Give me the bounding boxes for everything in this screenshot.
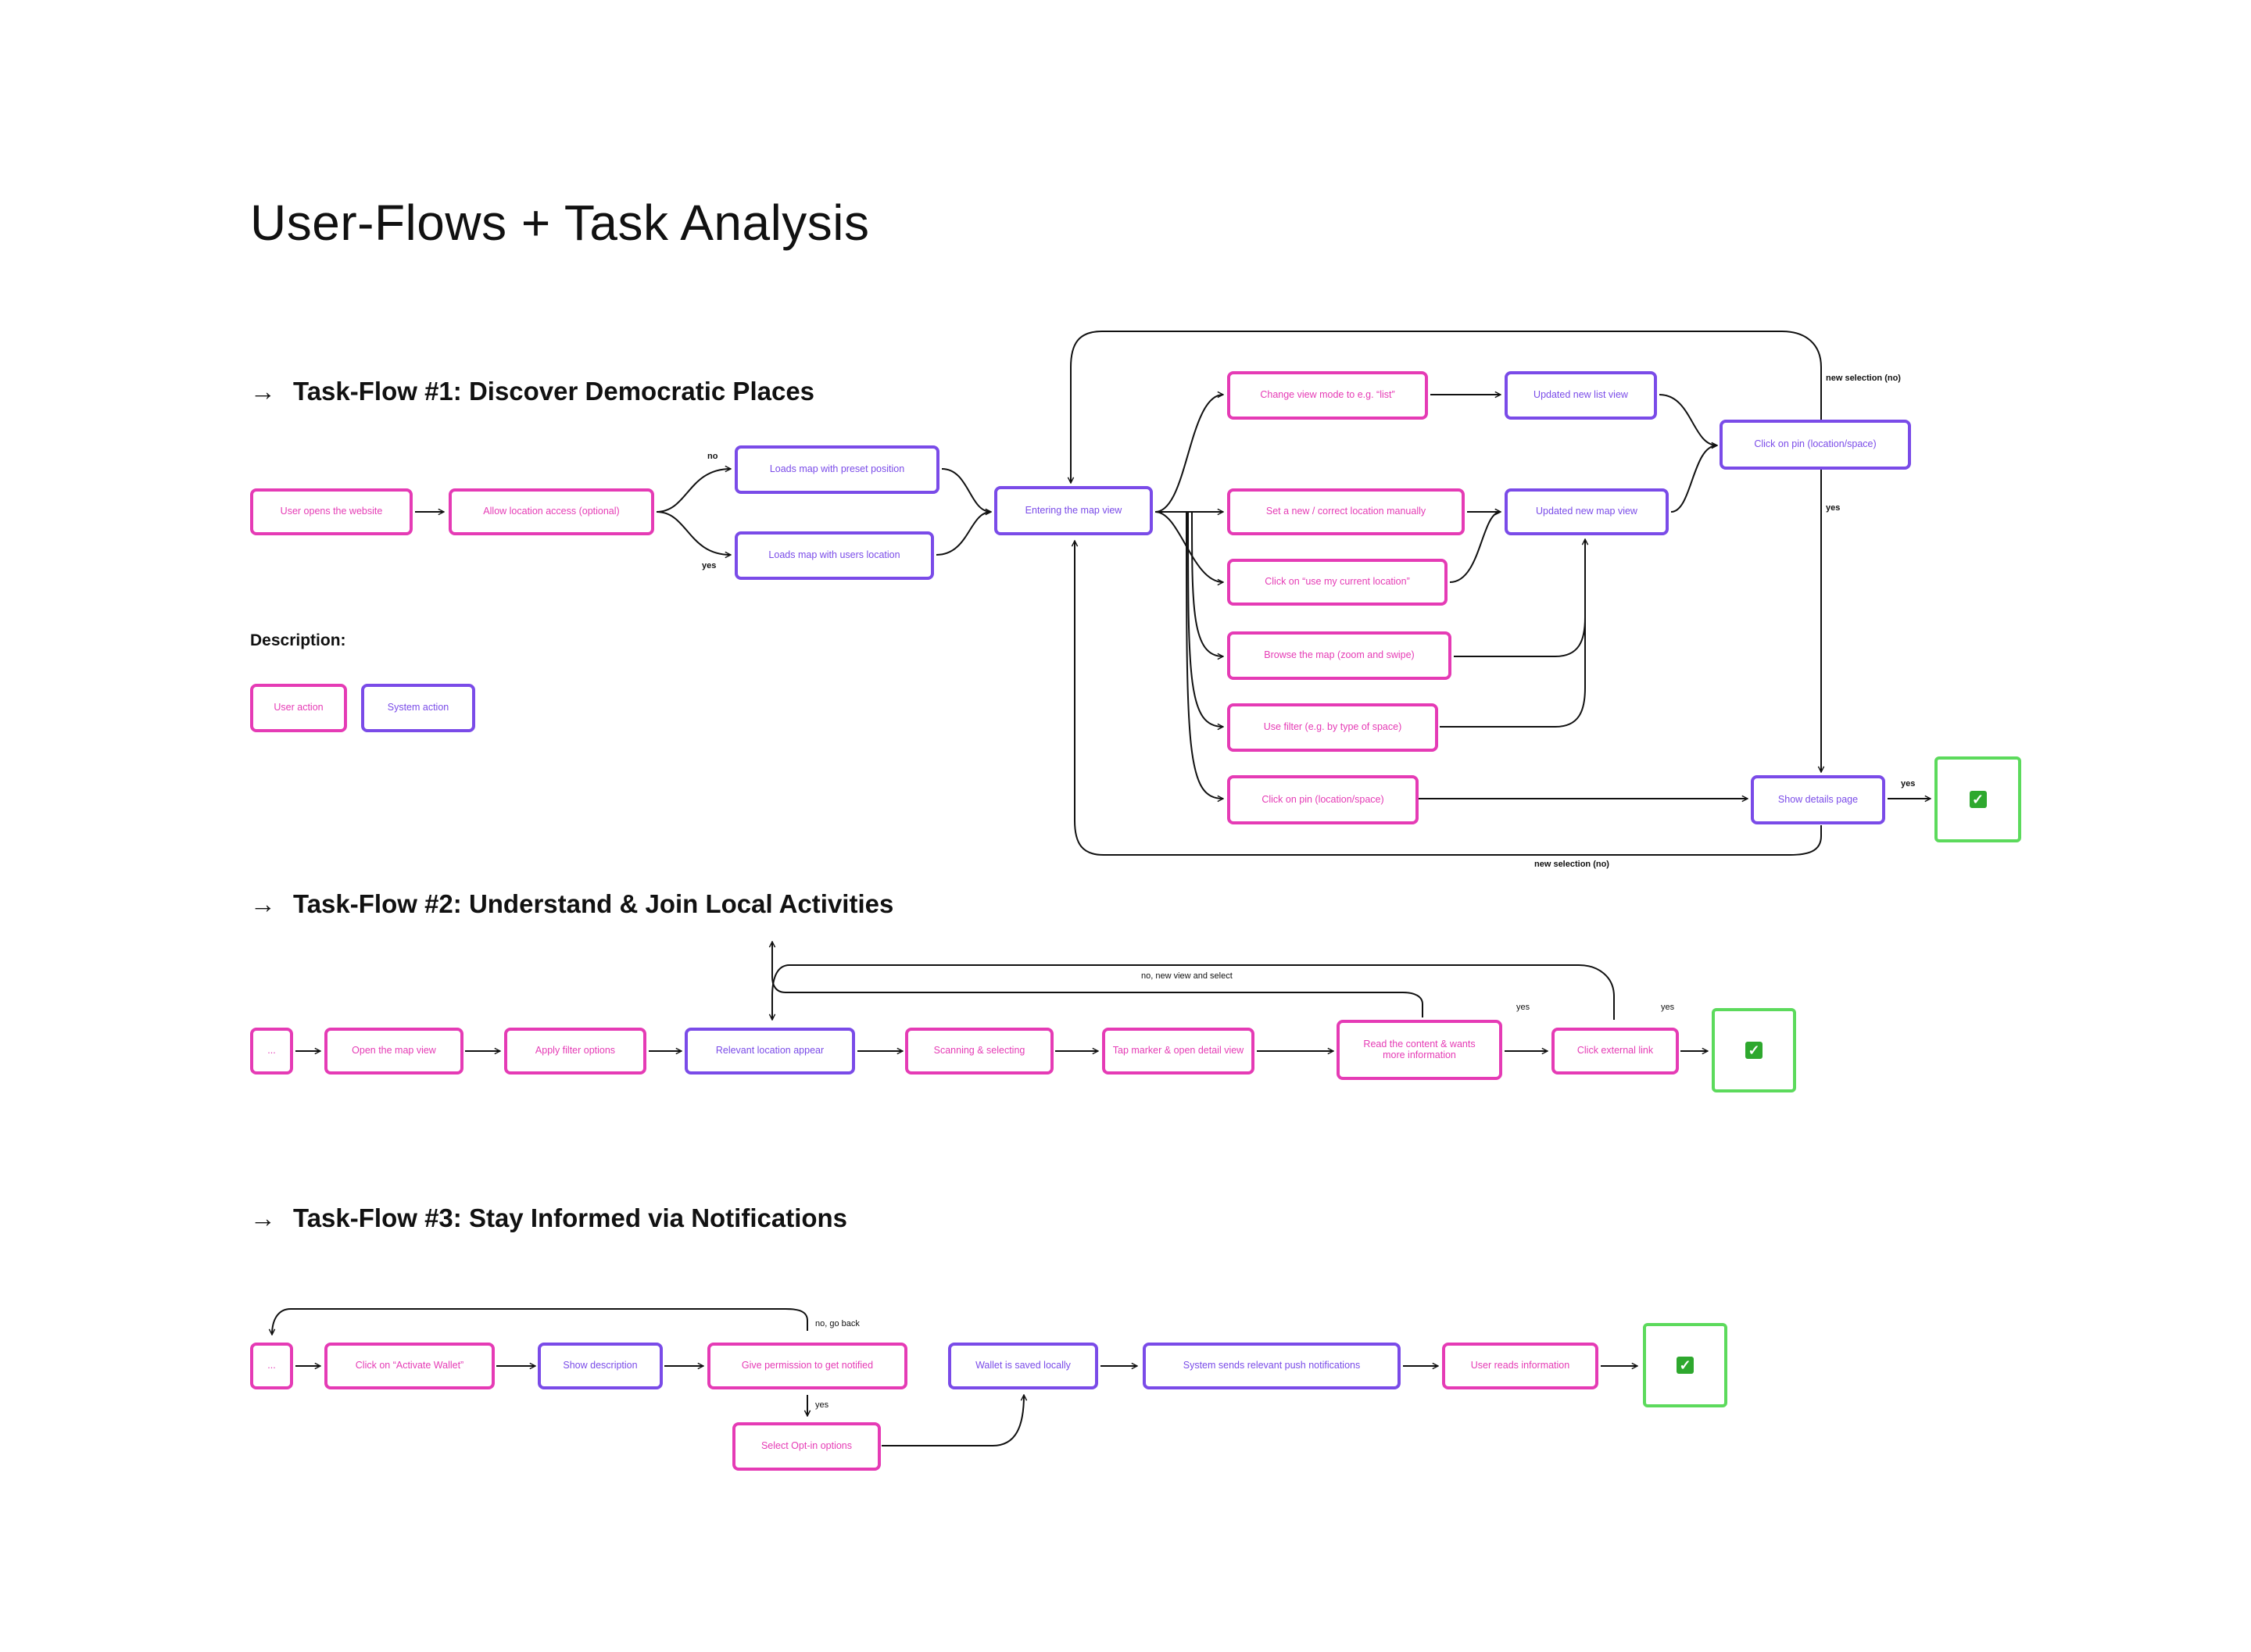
node-tap-marker[interactable]: Tap marker & open detail view — [1102, 1028, 1254, 1075]
flow3-title: Task-Flow #3: Stay Informed via Notifica… — [293, 1203, 848, 1232]
label-yes-down: yes — [1826, 503, 1841, 513]
label-yes-done: yes — [1901, 779, 1916, 788]
done-box-flow2: ✓ — [1712, 1008, 1796, 1092]
right-arrow-icon: → — [250, 889, 276, 918]
flow3-heading: → Task-Flow #3: Stay Informed via Notific… — [250, 1203, 847, 1233]
node-f2-start[interactable]: ... — [250, 1028, 293, 1075]
node-use-current-location[interactable]: Click on “use my current location” — [1227, 559, 1448, 606]
node-users-location[interactable]: Loads map with users location — [735, 531, 934, 580]
flow1-heading: → Task-Flow #1: Discover Democratic Place… — [250, 377, 814, 406]
node-apply-filter[interactable]: Apply filter options — [504, 1028, 646, 1075]
node-user-reads[interactable]: User reads information — [1442, 1343, 1598, 1389]
node-relevant-location[interactable]: Relevant location appear — [685, 1028, 855, 1075]
node-push-notifications[interactable]: System sends relevant push notifications — [1143, 1343, 1401, 1389]
right-arrow-icon: → — [250, 377, 276, 406]
node-show-details[interactable]: Show details page — [1751, 775, 1885, 824]
node-read-content[interactable]: Read the content & wants more informatio… — [1337, 1020, 1502, 1080]
node-browse-map[interactable]: Browse the map (zoom and swipe) — [1227, 631, 1451, 680]
node-give-permission[interactable]: Give permission to get notified — [707, 1343, 907, 1389]
flow2-heading: → Task-Flow #2: Understand & Join Local A… — [250, 889, 893, 919]
label-yes-f3: yes — [815, 1400, 829, 1410]
label-new-selection-top: new selection (no) — [1826, 374, 1901, 383]
node-open-website[interactable]: User opens the website — [250, 488, 413, 535]
node-click-pin-bottom[interactable]: Click on pin (location/space) — [1227, 775, 1419, 824]
legend-system-action: System action — [361, 684, 475, 732]
node-allow-location[interactable]: Allow location access (optional) — [449, 488, 654, 535]
label-yes-2: yes — [1661, 1003, 1675, 1012]
node-entering-map[interactable]: Entering the map view — [994, 486, 1153, 535]
flow2-title: Task-Flow #2: Understand & Join Local Ac… — [293, 889, 894, 918]
node-updated-list[interactable]: Updated new list view — [1505, 371, 1657, 420]
label-go-back: no, go back — [815, 1319, 860, 1328]
node-show-description[interactable]: Show description — [538, 1343, 663, 1389]
node-click-pin-top[interactable]: Click on pin (location/space) — [1720, 420, 1911, 470]
node-scanning[interactable]: Scanning & selecting — [905, 1028, 1054, 1075]
check-mark-icon: ✓ — [1745, 1042, 1763, 1059]
legend-user-action: User action — [250, 684, 347, 732]
flow1-title: Task-Flow #1: Discover Democratic Places — [293, 377, 815, 406]
node-select-optin[interactable]: Select Opt-in options — [732, 1422, 881, 1471]
node-change-view[interactable]: Change view mode to e.g. “list” — [1227, 371, 1428, 420]
legend-title: Description: — [250, 631, 346, 649]
label-yes-1: yes — [1516, 1003, 1530, 1012]
node-preset-position[interactable]: Loads map with preset position — [735, 445, 939, 494]
page-title: User-Flows + Task Analysis — [250, 195, 870, 251]
done-box-flow1: ✓ — [1934, 756, 2021, 842]
label-yes: yes — [702, 561, 717, 570]
node-f3-start[interactable]: ... — [250, 1343, 293, 1389]
check-mark-icon: ✓ — [1969, 791, 1987, 808]
node-click-external[interactable]: Click external link — [1551, 1028, 1679, 1075]
node-activate-wallet[interactable]: Click on “Activate Wallet” — [324, 1343, 495, 1389]
label-no: no — [707, 452, 718, 461]
node-use-filter[interactable]: Use filter (e.g. by type of space) — [1227, 703, 1438, 752]
label-loop: no, new view and select — [1141, 971, 1233, 981]
right-arrow-icon: → — [250, 1203, 276, 1232]
label-new-selection-bottom: new selection (no) — [1534, 860, 1609, 869]
done-box-flow3: ✓ — [1643, 1323, 1727, 1407]
node-open-map[interactable]: Open the map view — [324, 1028, 463, 1075]
node-updated-map[interactable]: Updated new map view — [1505, 488, 1669, 535]
node-set-location[interactable]: Set a new / correct location manually — [1227, 488, 1465, 535]
node-wallet-saved[interactable]: Wallet is saved locally — [948, 1343, 1098, 1389]
check-mark-icon: ✓ — [1677, 1357, 1694, 1374]
